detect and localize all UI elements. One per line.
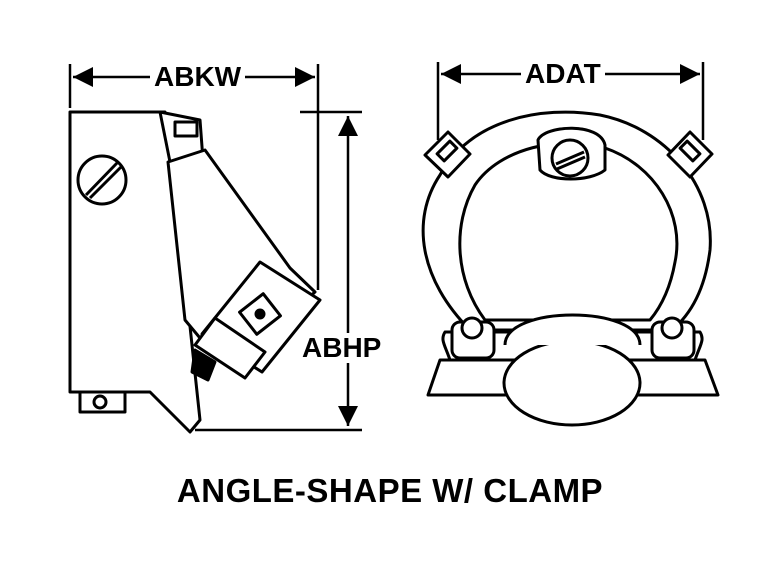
diagram-caption: ANGLE-SHAPE W/ CLAMP [176, 472, 604, 509]
abhp-label: ABHP [298, 333, 386, 363]
adat-label: ADAT [521, 59, 605, 89]
abhp-dimension [195, 110, 362, 432]
clamp-screw-right-icon [650, 316, 696, 360]
abkw-label: ABKW [150, 62, 246, 92]
screw-icon [76, 154, 128, 206]
clamp-front-view [421, 110, 720, 427]
screw-icon [550, 138, 590, 178]
angle-connector-side-view [68, 110, 322, 434]
clamp-screw-left-icon [450, 316, 496, 360]
